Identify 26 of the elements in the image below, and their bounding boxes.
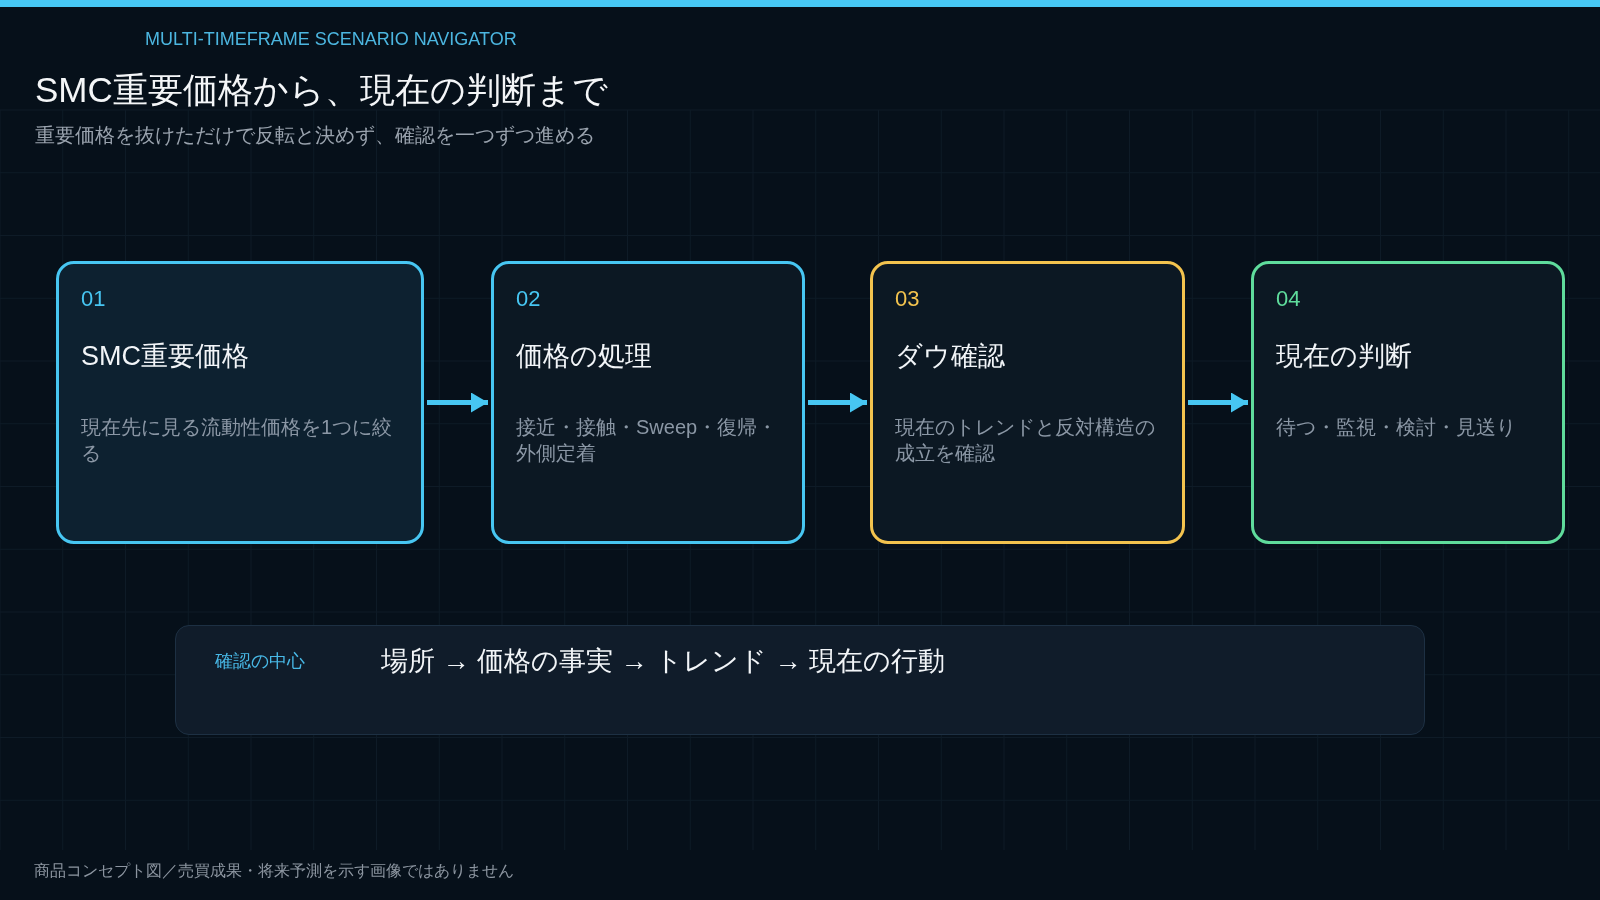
step-number: 01 [81, 286, 106, 312]
step-number: 04 [1276, 286, 1301, 312]
subtitle: 重要価格を抜けただけで反転と決めず、確認を一つずつ進める [35, 123, 595, 147]
step-description: 接近・接触・Sweep・復帰・外側定着 [516, 415, 779, 466]
step-card [491, 261, 805, 544]
arrow [1188, 392, 1248, 413]
step-title: SMC重要価格 [81, 340, 249, 373]
arrow [427, 392, 488, 413]
flow-summary: 場所 → 価格の事実 → トレンド → 現在の行動 [381, 645, 945, 678]
step-card [1251, 261, 1565, 544]
summary-panel [175, 625, 1425, 735]
tagline: MULTI-TIMEFRAME SCENARIO NAVIGATOR [145, 28, 517, 50]
title: SMC重要価格から、現在の判断まで [35, 69, 608, 111]
step-description: 現在のトレンドと反対構造の成立を確認 [895, 415, 1156, 466]
step-title: 現在の判断 [1276, 340, 1412, 373]
step-card [56, 261, 424, 544]
step-number: 03 [895, 286, 920, 312]
arrow [808, 392, 867, 413]
step-title: ダウ確認 [895, 340, 1005, 373]
disclaimer-note: 商品コンセプト図／売買成果・将来予測を示す画像ではありません [34, 861, 514, 880]
step-number: 02 [516, 286, 541, 312]
step-title: 価格の処理 [516, 340, 652, 373]
step-card [870, 261, 1185, 544]
step-description: 待つ・監視・検討・見送り [1276, 415, 1517, 440]
panel-label: 確認の中心 [215, 650, 305, 672]
step-description: 現在先に見る流動性価格を1つに絞る [81, 415, 394, 466]
